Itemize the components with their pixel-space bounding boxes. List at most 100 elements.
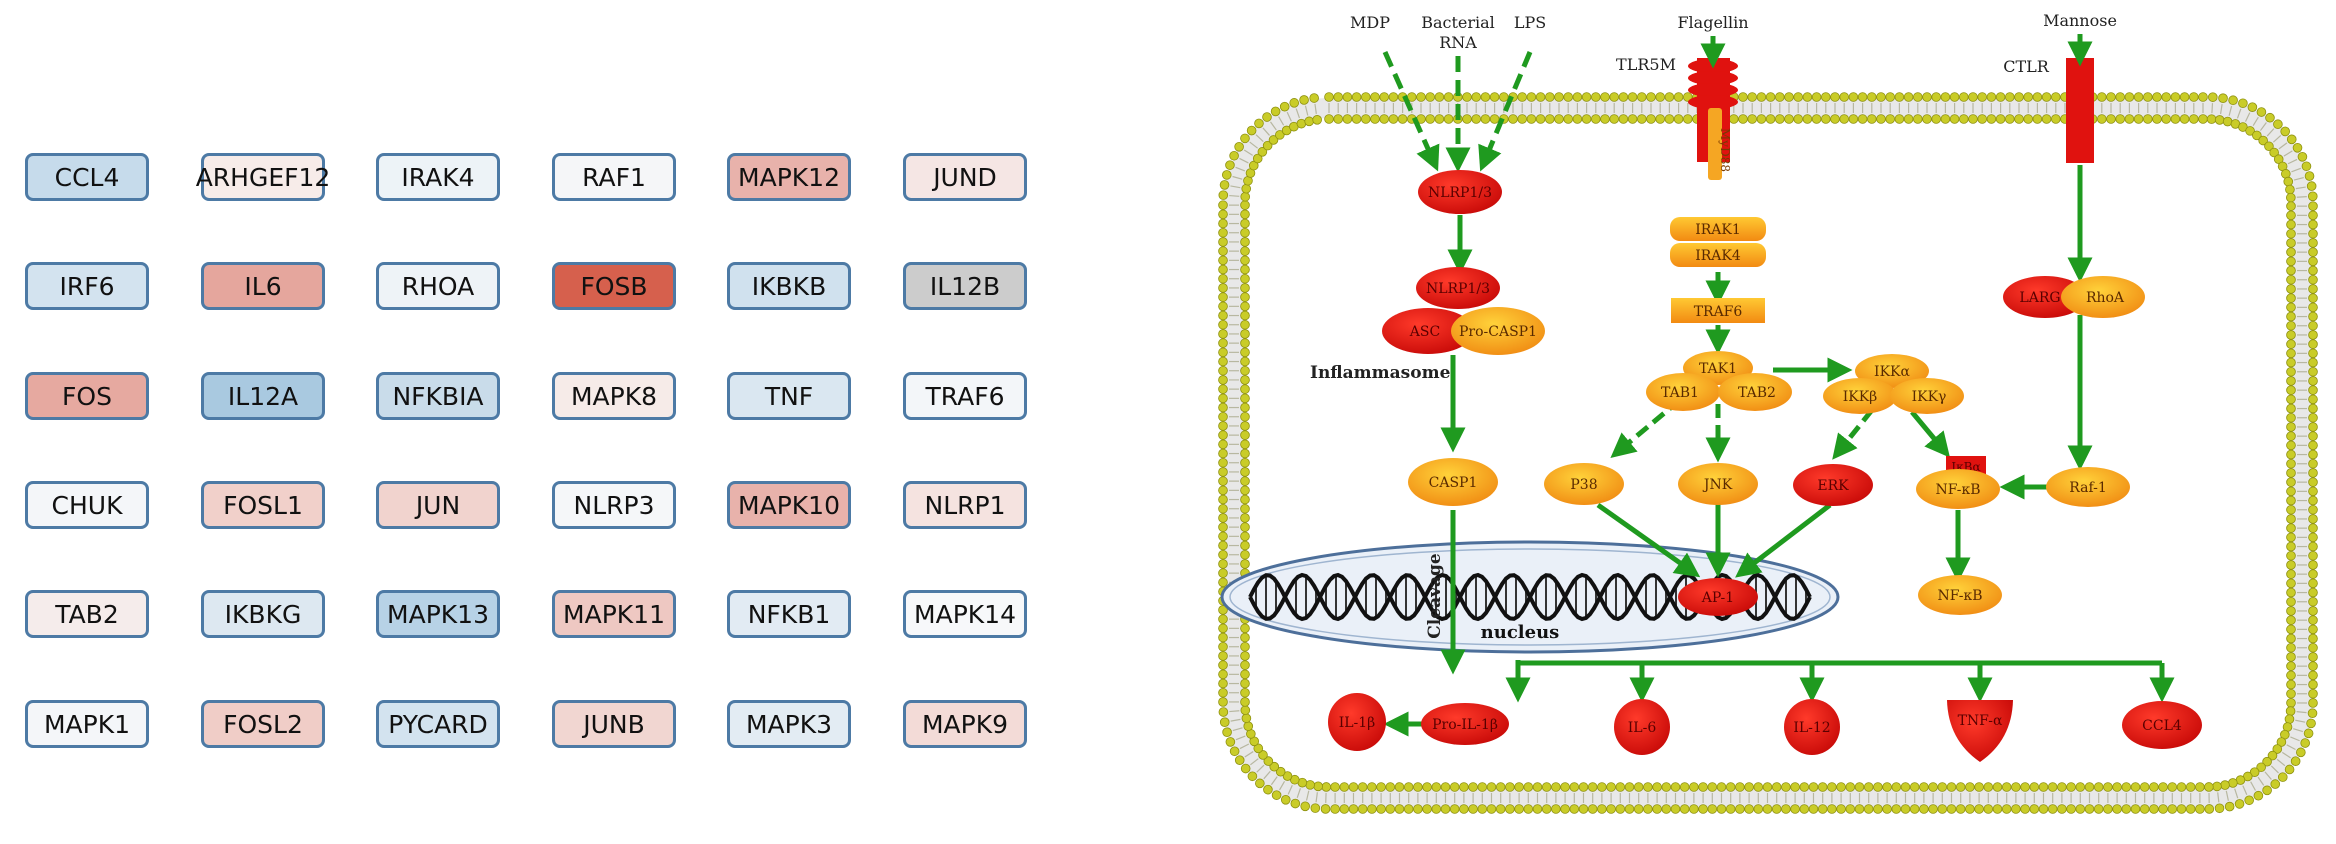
cleavage-label: Cleavage <box>1425 553 1445 639</box>
asc-node: ASC <box>1382 308 1474 354</box>
gene-box: RHOA <box>376 262 500 310</box>
il6-node: IL-6 <box>1614 699 1670 755</box>
gene-box: CCL4 <box>25 153 149 201</box>
svg-text:CCL4: CCL4 <box>2142 718 2182 734</box>
nfkb-node: NF-κB <box>1916 469 2000 509</box>
gene-box: IL12B <box>903 262 1027 310</box>
jnk-node: JNK <box>1678 463 1758 505</box>
svg-text:IKKα: IKKα <box>1874 364 1910 380</box>
gene-box: TAB2 <box>25 590 149 638</box>
gene-box: JUND <box>903 153 1027 201</box>
pro-casp1-node: Pro-CASP1 <box>1451 307 1545 355</box>
svg-text:ERK: ERK <box>1817 478 1849 494</box>
ikkb-node: IKKβ <box>1823 378 1897 414</box>
gene-box: MAPK11 <box>552 590 676 638</box>
casp1-node: CASP1 <box>1408 458 1498 506</box>
gene-box: MAPK14 <box>903 590 1027 638</box>
ikkg-node: IKKγ <box>1890 378 1964 414</box>
gene-box: MAPK9 <box>903 700 1027 748</box>
bacterial-rna-label-line2: RNA <box>1439 33 1477 52</box>
ikk-nfkb-arrow <box>1910 410 1951 458</box>
ctlr-label: CTLR <box>2003 57 2050 76</box>
tnfa-node: TNF-α <box>1947 700 2013 762</box>
svg-text:IKKγ: IKKγ <box>1912 389 1947 405</box>
svg-text:TAB2: TAB2 <box>1738 385 1776 401</box>
il1b-node: IL-1β <box>1328 693 1386 751</box>
svg-text:TAK1: TAK1 <box>1699 361 1737 377</box>
svg-text:IRAK1: IRAK1 <box>1695 222 1741 238</box>
gene-box: MAPK10 <box>727 481 851 529</box>
svg-text:TRAF6: TRAF6 <box>1694 304 1743 320</box>
svg-text:ASC: ASC <box>1409 324 1440 340</box>
svg-text:P38: P38 <box>1570 477 1597 493</box>
ikk-erk-arrow <box>1832 408 1874 460</box>
lps-label: LPS <box>1514 13 1546 32</box>
svg-text:RhoA: RhoA <box>2086 290 2125 306</box>
gene-box: NFKBIA <box>376 372 500 420</box>
ap1-node: AP-1 <box>1678 578 1758 616</box>
erk-ap1-arrow <box>1735 503 1832 578</box>
il12-node: IL-12 <box>1784 699 1840 755</box>
pro-il1b-node: Pro-IL-1β <box>1421 703 1509 745</box>
gene-box: NFKB1 <box>727 590 851 638</box>
irak4-node: IRAK4 <box>1670 243 1766 267</box>
rhoa-node: RhoA <box>2061 276 2145 318</box>
gene-box: JUN <box>376 481 500 529</box>
larg-node: LARG <box>2003 276 2087 318</box>
gene-box: JUNB <box>552 700 676 748</box>
svg-text:NF-κB: NF-κB <box>1935 482 1980 498</box>
traf6-node: TRAF6 <box>1671 298 1765 323</box>
gene-box: FOSL1 <box>201 481 325 529</box>
gene-box: PYCARD <box>376 700 500 748</box>
raf1-node: Raf-1 <box>2046 467 2130 507</box>
gene-box: NLRP1 <box>903 481 1027 529</box>
svg-text:IRAK4: IRAK4 <box>1695 248 1741 264</box>
ctlr-receptor <box>2066 58 2094 163</box>
svg-text:NLRP1/3: NLRP1/3 <box>1428 185 1492 201</box>
gene-box: FOS <box>25 372 149 420</box>
svg-text:AP-1: AP-1 <box>1701 590 1734 606</box>
gene-box: TNF <box>727 372 851 420</box>
mdp-label: MDP <box>1350 13 1390 32</box>
mdp-arrow <box>1382 50 1440 172</box>
gene-box: IL12A <box>201 372 325 420</box>
svg-text:Pro-IL-1β: Pro-IL-1β <box>1432 717 1498 733</box>
gene-box: IKBKG <box>201 590 325 638</box>
bacterial-rna-label-line1: Bacterial <box>1421 13 1495 32</box>
cell-membrane <box>1218 92 2318 814</box>
svg-text:Pro-CASP1: Pro-CASP1 <box>1459 324 1537 340</box>
nucleus-label: nucleus <box>1481 622 1560 643</box>
myd88-label: MyD88 <box>1718 128 1732 172</box>
p38-ap1-arrow <box>1596 502 1701 578</box>
gene-box: ARHGEF12 <box>196 153 330 201</box>
erk-node: ERK <box>1793 464 1873 506</box>
gene-box: MAPK13 <box>376 590 500 638</box>
gene-box: FOSL2 <box>201 700 325 748</box>
nfkb-nucleus-node: NF-κB <box>1918 575 2002 615</box>
svg-text:IL-6: IL-6 <box>1628 720 1657 736</box>
gene-box: RAF1 <box>552 153 676 201</box>
ccl4-node: CCL4 <box>2122 701 2202 749</box>
svg-text:TAB1: TAB1 <box>1661 385 1699 401</box>
lps-arrow <box>1478 51 1533 172</box>
svg-text:NLRP1/3: NLRP1/3 <box>1426 281 1490 297</box>
svg-text:IL-12: IL-12 <box>1793 720 1830 736</box>
gene-box: IRF6 <box>25 262 149 310</box>
p38-node: P38 <box>1544 463 1624 505</box>
tab2-node: TAB2 <box>1718 373 1792 411</box>
gene-box: FOSB <box>552 262 676 310</box>
gene-box: IKBKB <box>727 262 851 310</box>
tlr5m-label: TLR5M <box>1616 55 1676 74</box>
gene-box: MAPK3 <box>727 700 851 748</box>
svg-text:CASP1: CASP1 <box>1429 475 1478 491</box>
tab1-node: TAB1 <box>1646 373 1720 411</box>
svg-text:IL-1β: IL-1β <box>1339 715 1376 731</box>
gene-box: NLRP3 <box>552 481 676 529</box>
gene-box: TRAF6 <box>903 372 1027 420</box>
gene-box: MAPK12 <box>727 153 851 201</box>
gene-box: MAPK1 <box>25 700 149 748</box>
nlrp13-node-complex: NLRP1/3 <box>1416 267 1500 309</box>
svg-text:NF-κB: NF-κB <box>1937 588 1982 604</box>
inflammasome-label: Inflammasome <box>1310 363 1451 383</box>
